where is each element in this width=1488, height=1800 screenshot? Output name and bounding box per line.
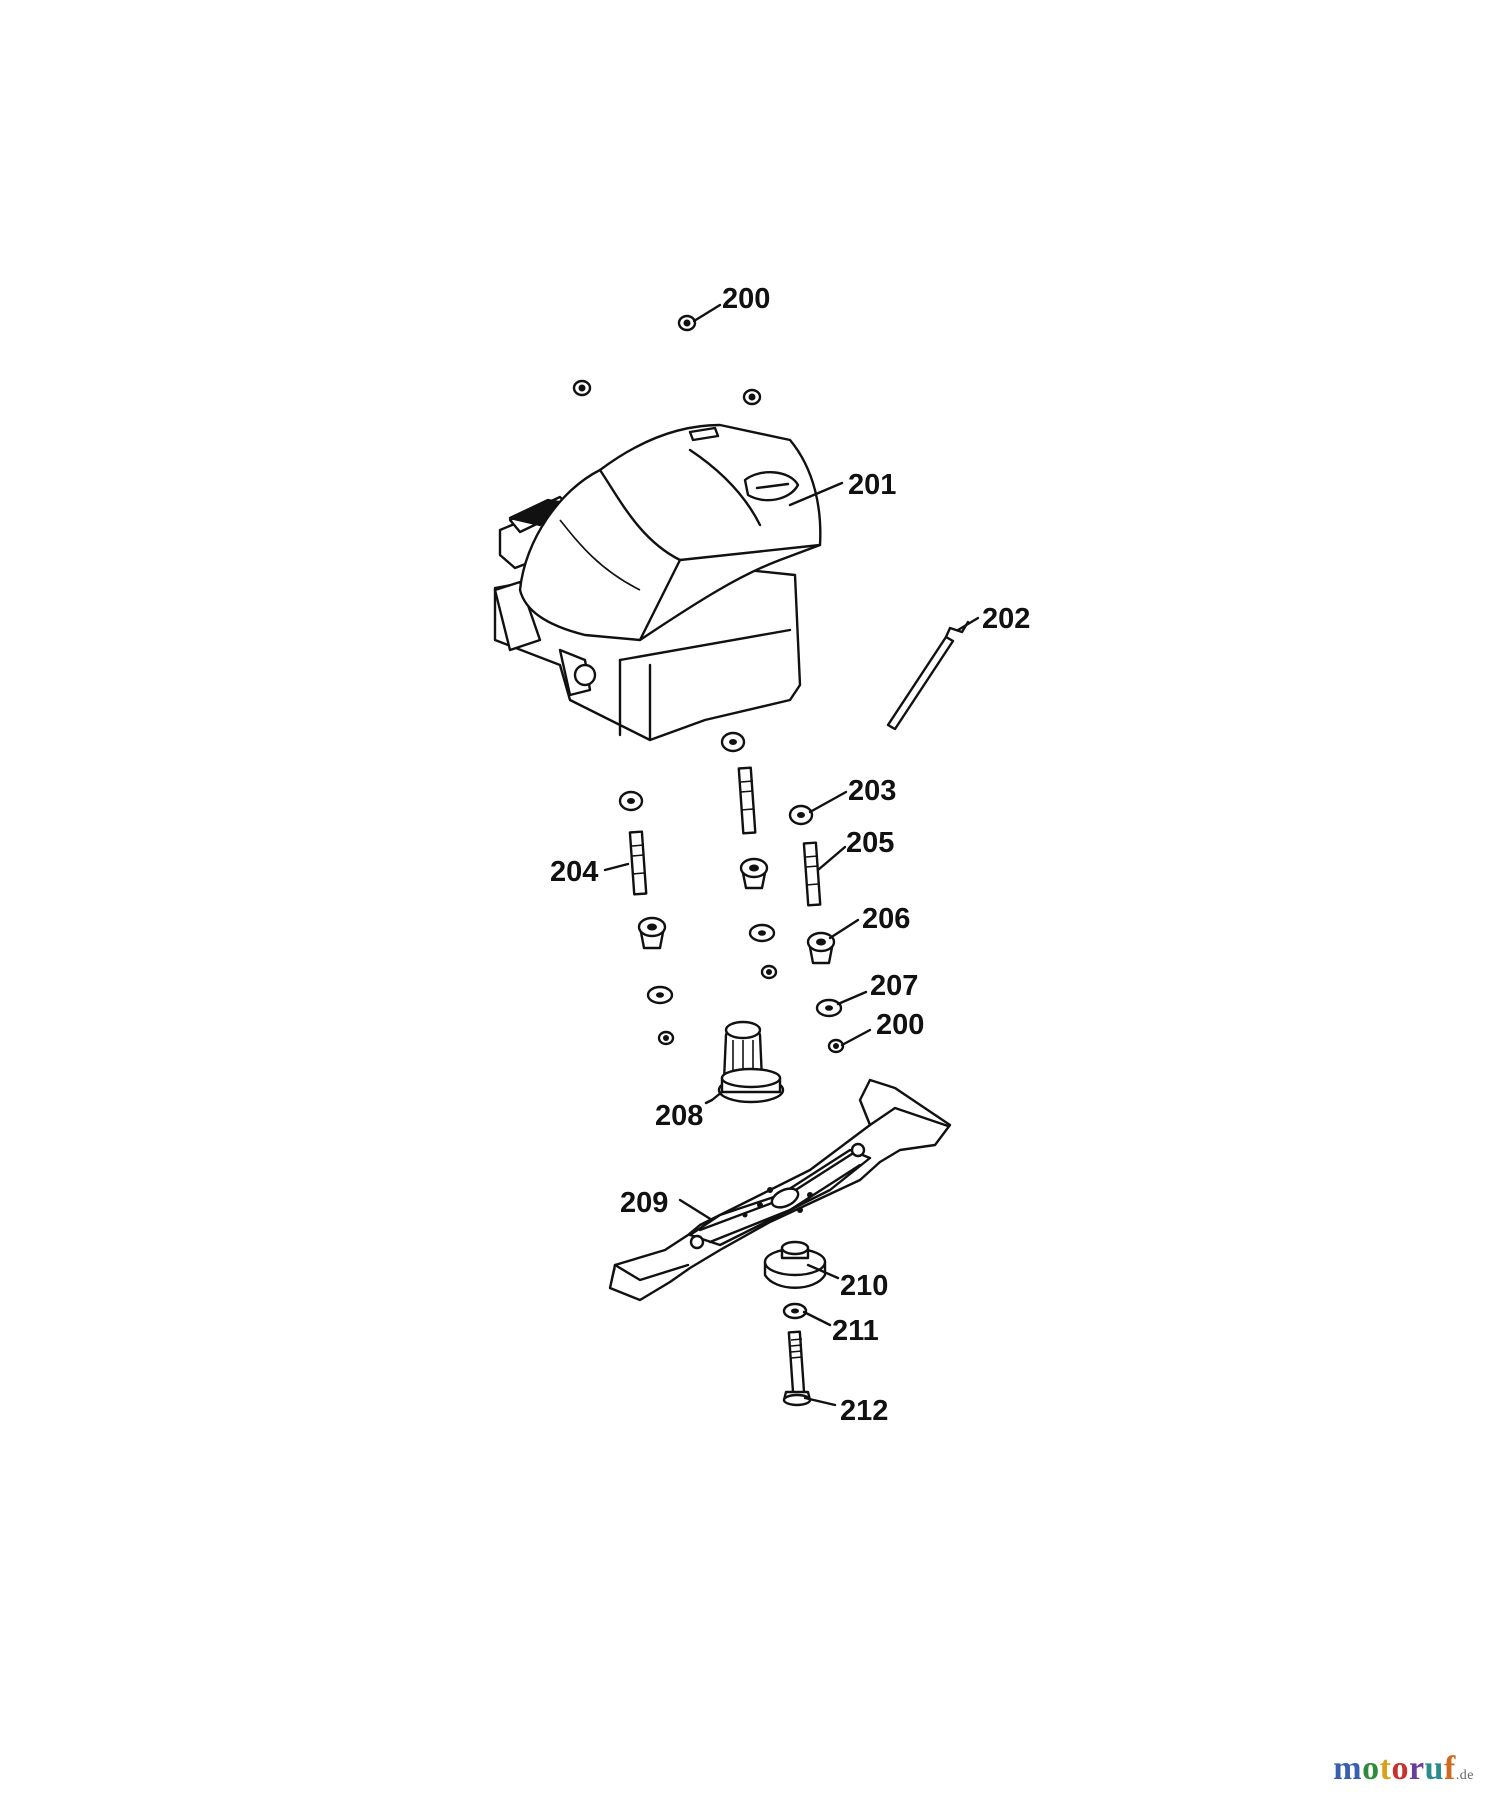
callout-209: 209 bbox=[620, 1187, 668, 1219]
washer-211 bbox=[782, 1302, 808, 1320]
nut-200-right bbox=[742, 388, 762, 406]
stud-204 bbox=[628, 830, 648, 896]
callout-212: 212 bbox=[840, 1395, 888, 1427]
rod-202 bbox=[886, 620, 970, 731]
watermark-letter: o bbox=[1391, 1750, 1409, 1787]
watermark-letter: m bbox=[1333, 1750, 1363, 1787]
callout-205: 205 bbox=[846, 827, 894, 859]
nut-200-top bbox=[677, 314, 697, 332]
washer-207 bbox=[815, 998, 843, 1018]
bushing-center bbox=[739, 857, 769, 890]
watermark-letter: r bbox=[1408, 1750, 1425, 1787]
blade-adapter-208 bbox=[717, 1020, 785, 1104]
callout-labels: 200 201 202 203 204 205 206 207 200 208 … bbox=[550, 283, 1030, 1427]
nut-200-bottom bbox=[827, 1038, 845, 1054]
top-nut-group bbox=[572, 314, 762, 406]
stud-205 bbox=[802, 841, 822, 907]
callout-211: 211 bbox=[832, 1315, 879, 1347]
spacer-203 bbox=[788, 804, 814, 826]
motoruf-watermark: motoruf.de bbox=[1333, 1750, 1474, 1788]
callout-207: 207 bbox=[870, 970, 918, 1002]
nut-left bbox=[657, 1030, 675, 1046]
watermark-letters: motoruf bbox=[1333, 1750, 1456, 1787]
blade-209 bbox=[608, 1078, 952, 1302]
callout-200-top: 200 bbox=[722, 283, 770, 315]
watermark-tld: .de bbox=[1455, 1768, 1474, 1783]
leader-lines bbox=[603, 303, 980, 1407]
callout-202: 202 bbox=[982, 603, 1030, 635]
washer-center bbox=[748, 923, 776, 943]
watermark-letter: o bbox=[1362, 1750, 1380, 1787]
bushing-206 bbox=[806, 931, 836, 965]
bushing-left bbox=[637, 916, 667, 950]
center-stack bbox=[720, 731, 778, 980]
callout-210: 210 bbox=[840, 1270, 888, 1302]
spacer-left-top bbox=[618, 790, 644, 812]
stud-center bbox=[737, 766, 757, 835]
callout-208: 208 bbox=[655, 1100, 703, 1132]
callout-206: 206 bbox=[862, 903, 910, 935]
nut-200-left bbox=[572, 379, 592, 397]
watermark-letter: u bbox=[1424, 1750, 1444, 1787]
callout-204: 204 bbox=[550, 856, 598, 888]
spacer-center-top bbox=[720, 731, 746, 753]
left-stack bbox=[618, 790, 675, 1046]
right-stack bbox=[788, 804, 845, 1054]
watermark-letter: t bbox=[1379, 1750, 1392, 1787]
washer-left bbox=[646, 985, 674, 1005]
bolt-212 bbox=[782, 1330, 812, 1407]
hub-210 bbox=[763, 1240, 827, 1289]
engine-housing bbox=[493, 423, 822, 742]
callout-203: 203 bbox=[848, 775, 896, 807]
nut-center bbox=[760, 964, 778, 980]
callout-200-bottom: 200 bbox=[876, 1009, 924, 1041]
watermark-letter: f bbox=[1443, 1750, 1456, 1787]
callout-201: 201 bbox=[848, 469, 896, 501]
